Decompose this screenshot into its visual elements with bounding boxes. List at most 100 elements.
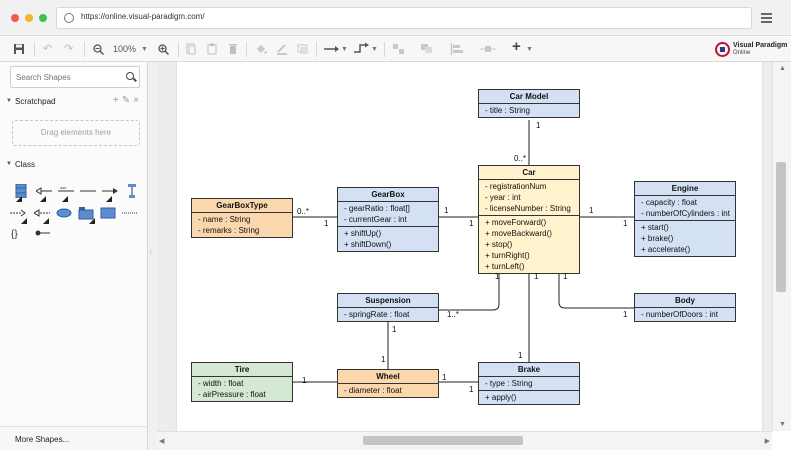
class-name: Car Model xyxy=(479,90,579,104)
save-icon[interactable] xyxy=(13,43,25,55)
shadow-icon[interactable] xyxy=(297,43,309,55)
required-interface-shape-icon[interactable] xyxy=(34,226,50,240)
expand-marker-icon xyxy=(89,218,95,224)
association-lines xyxy=(293,120,634,383)
scroll-left-icon[interactable]: ◀ xyxy=(159,438,165,445)
close-icon[interactable]: × xyxy=(133,95,142,106)
class-name: Body xyxy=(635,294,735,308)
more-shapes-button[interactable]: More Shapes... xyxy=(0,426,147,450)
address-bar[interactable]: https://online.visual-paradigm.com/ xyxy=(56,7,752,29)
toolbar-divider xyxy=(384,42,385,57)
insert-dropdown-icon[interactable]: ▼ xyxy=(526,46,533,53)
class-engine[interactable]: Engine - capacity : float - numberOfCyli… xyxy=(634,181,736,257)
delete-icon[interactable] xyxy=(228,43,238,55)
package-shape-icon[interactable] xyxy=(78,206,94,220)
scroll-up-icon[interactable]: ▲ xyxy=(779,65,786,72)
constraint-shape-icon[interactable]: {} xyxy=(10,226,26,240)
horizontal-scrollbar[interactable]: ◀ ▶ xyxy=(157,431,772,450)
editor-toolbar: ↶ ↷ 100% ▼ ▼ ▼ + ▼ Visual Paradigm Onlin… xyxy=(0,37,791,62)
waypoint-dropdown-icon[interactable]: ▼ xyxy=(371,46,378,53)
connector-dropdown-icon[interactable]: ▼ xyxy=(341,46,348,53)
class-attribute: - remarks : String xyxy=(198,226,260,235)
scroll-right-icon[interactable]: ▶ xyxy=(764,438,770,445)
scratchpad-dropzone[interactable]: Drag elements here xyxy=(12,120,140,146)
insert-icon[interactable]: + xyxy=(512,38,521,55)
connector-style-icon[interactable] xyxy=(324,45,340,53)
multiplicity-label: 1 xyxy=(536,121,541,130)
zoom-level[interactable]: 100% xyxy=(113,44,137,54)
interface-shape-icon[interactable] xyxy=(100,206,116,220)
class-gearboxtype[interactable]: GearBoxType - name : String - remarks : … xyxy=(191,198,293,238)
multiplicity-label: 1 xyxy=(381,355,386,364)
dependency-shape-icon[interactable] xyxy=(102,184,118,198)
diagram-canvas[interactable]: Car Model - title : String Car - registr… xyxy=(157,62,772,431)
undo-icon[interactable]: ↶ xyxy=(43,43,53,55)
fill-color-icon[interactable] xyxy=(255,43,267,55)
class-section-header[interactable]: ▼ Class xyxy=(0,157,147,173)
search-input[interactable] xyxy=(11,67,119,88)
maximize-window-icon[interactable] xyxy=(39,14,47,22)
class-car-model[interactable]: Car Model - title : String xyxy=(478,89,580,118)
class-operation: + turnLeft() xyxy=(485,262,525,271)
class-gearbox[interactable]: GearBox - gearRatio : float[] - currentG… xyxy=(337,187,439,252)
class-wheel[interactable]: Wheel - diameter : float xyxy=(337,369,439,398)
diagram-page: Car Model - title : String Car - registr… xyxy=(177,62,762,431)
class-brake[interactable]: Brake - type : String + apply() xyxy=(478,362,580,405)
zoom-in-icon[interactable] xyxy=(158,44,169,55)
minimize-window-icon[interactable] xyxy=(25,14,33,22)
align-icon[interactable] xyxy=(450,43,464,55)
logo-subtext: Online xyxy=(733,50,751,56)
class-attribute: - airPressure : float xyxy=(198,390,266,399)
class-suspension[interactable]: Suspension - springRate : float xyxy=(337,293,439,322)
multiplicity-label: 1 xyxy=(495,272,500,281)
multiplicity-label: 0..* xyxy=(297,207,310,216)
scroll-down-icon[interactable]: ▼ xyxy=(779,421,786,428)
waypoint-icon[interactable] xyxy=(354,42,370,54)
association-shape-icon[interactable]: use xyxy=(58,184,74,198)
zoom-out-icon[interactable] xyxy=(93,44,104,55)
directed-association-shape-icon[interactable] xyxy=(10,206,26,220)
lifeline-shape-icon[interactable] xyxy=(124,184,140,198)
logo-text: Visual Paradigm xyxy=(733,42,788,49)
expand-marker-icon xyxy=(106,196,112,202)
close-window-icon[interactable] xyxy=(11,14,19,22)
class-operation: + moveBackward() xyxy=(485,229,552,238)
toolbar-divider xyxy=(84,42,85,57)
link-shape-icon[interactable] xyxy=(80,184,96,198)
class-name: Brake xyxy=(479,363,579,377)
class-car[interactable]: Car - registrationNum - year : int - lic… xyxy=(478,165,580,274)
class-operation: + shiftUp() xyxy=(344,229,382,238)
vertical-scroll-thumb[interactable] xyxy=(776,162,786,292)
horizontal-scroll-thumb[interactable] xyxy=(363,436,523,445)
multiplicity-label: 1 xyxy=(469,219,474,228)
distribute-icon[interactable] xyxy=(480,43,496,55)
arrange-icon[interactable] xyxy=(420,43,434,55)
search-icon[interactable] xyxy=(126,72,134,80)
toolbar-divider xyxy=(34,42,35,57)
note-shape-icon[interactable] xyxy=(56,206,72,220)
class-name: Tire xyxy=(192,363,292,377)
dotted-line-shape-icon[interactable] xyxy=(122,206,138,220)
class-operation: + shiftDown() xyxy=(344,240,392,249)
add-icon[interactable]: + xyxy=(112,95,122,106)
edit-icon[interactable]: ✎ xyxy=(121,95,134,106)
copy-icon[interactable] xyxy=(186,43,196,55)
scratchpad-header[interactable]: ▼ Scratchpad +✎× xyxy=(0,94,147,110)
class-body[interactable]: Body - numberOfDoors : int xyxy=(634,293,736,322)
class-name: GearBoxType xyxy=(192,199,292,213)
class-operation: + brake() xyxy=(641,234,674,243)
paste-icon[interactable] xyxy=(207,43,217,55)
redo-icon[interactable]: ↷ xyxy=(64,43,74,55)
line-color-icon[interactable] xyxy=(276,43,288,55)
svg-text:use: use xyxy=(60,185,67,190)
realization-shape-icon[interactable] xyxy=(34,206,50,220)
generalization-shape-icon[interactable] xyxy=(36,184,52,198)
class-tire[interactable]: Tire - width : float - airPressure : flo… xyxy=(191,362,293,402)
class-shape-icon[interactable] xyxy=(13,184,29,198)
vertical-scrollbar[interactable]: ▲ ▼ xyxy=(772,62,791,431)
zoom-dropdown-icon[interactable]: ▼ xyxy=(141,46,148,53)
sidebar-resize-handle[interactable]: ⁞ xyxy=(148,62,157,450)
browser-menu-icon[interactable] xyxy=(761,13,772,25)
group-icon[interactable] xyxy=(392,43,406,55)
class-operation: + moveForward() xyxy=(485,218,547,227)
